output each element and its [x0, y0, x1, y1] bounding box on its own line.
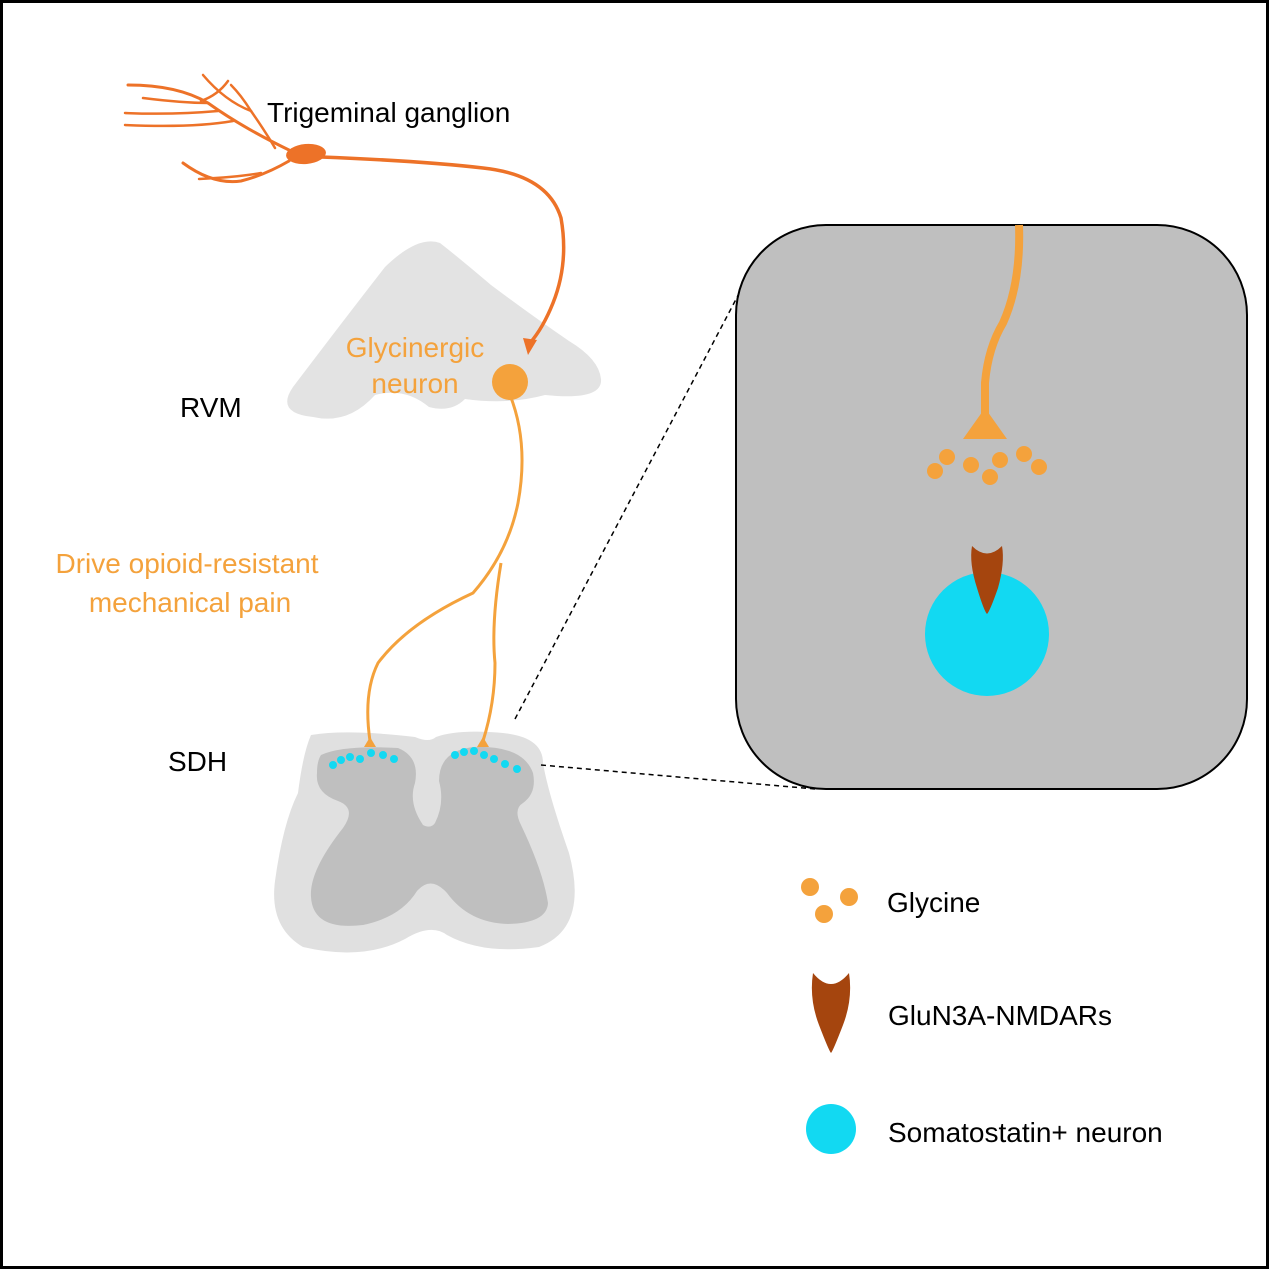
- somatostatin-dot: [356, 755, 364, 763]
- trigeminal-dendrite: [197, 171, 263, 181]
- sdh-somatostatin-dots-left: [329, 749, 398, 769]
- glycinergic-projections: [366, 394, 524, 742]
- somatostatin-dot: [460, 748, 468, 756]
- trigeminal-dendrite: [141, 96, 210, 105]
- legend-somatostatin-symbol: [806, 1104, 856, 1154]
- diagram-canvas: Trigeminal ganglion Glycinergic neuron R…: [56, 73, 1248, 1154]
- glycine-molecule: [939, 449, 955, 465]
- somatostatin-dot: [501, 760, 509, 768]
- inset-axon: [981, 224, 1024, 415]
- trigeminal-dendrite: [229, 83, 253, 113]
- label-drive-opioid-resistant: Drive opioid-resistant: [56, 548, 319, 579]
- label-mechanical-pain: mechanical pain: [89, 587, 291, 618]
- somatostatin-dot: [390, 755, 398, 763]
- inset-panel: [735, 224, 1248, 790]
- legend-glycine-symbol: [801, 878, 858, 923]
- glycine-molecule: [927, 463, 943, 479]
- glycinergic-axon-branch: [481, 562, 503, 742]
- trigeminal-dendrite: [249, 109, 277, 150]
- inset-glycine-cluster: [927, 446, 1047, 485]
- legend-glycine-label: Glycine: [887, 887, 980, 918]
- label-glycinergic: Glycinergic: [346, 332, 484, 363]
- sdh-grey-matter: [310, 746, 548, 926]
- inset-somatostatin-neuron: [925, 572, 1049, 696]
- sdh-somatostatin-dots-right: [451, 747, 521, 773]
- synapse-terminal-left: [364, 737, 376, 747]
- label-neuron: neuron: [371, 368, 458, 399]
- somatostatin-dot: [480, 751, 488, 759]
- somatostatin-dot: [337, 756, 345, 764]
- glycine-molecule: [801, 878, 819, 896]
- trigeminal-axon: [319, 155, 566, 345]
- trigeminal-dendrite: [123, 109, 220, 115]
- glycine-molecule: [840, 888, 858, 906]
- glycine-molecule: [982, 469, 998, 485]
- somatostatin-dot: [513, 765, 521, 773]
- inset-synapse-terminal: [963, 408, 1007, 439]
- sdh-synapse-terminals: [364, 737, 489, 747]
- glycine-molecule: [1016, 446, 1032, 462]
- synapse-terminal-right: [477, 737, 489, 747]
- somatostatin-dot: [451, 751, 459, 759]
- inset-glun3a-nmdar: [971, 546, 1003, 614]
- legend-somatostatin-label: Somatostatin+ neuron: [888, 1117, 1163, 1148]
- trigeminal-dendrite: [181, 159, 291, 184]
- legend-nmdar-label: GluN3A-NMDARs: [888, 1000, 1112, 1031]
- somatostatin-dot: [379, 751, 387, 759]
- trigeminal-soma: [286, 143, 326, 165]
- somatostatin-dot: [367, 749, 375, 757]
- trigeminal-ganglion-neuron: [123, 73, 566, 345]
- trigeminal-dendrite: [201, 73, 253, 113]
- trigeminal-terminal-arrow: [523, 338, 537, 355]
- trigeminal-dendrite: [123, 119, 235, 128]
- zoom-line-top: [514, 285, 744, 720]
- somatostatin-dot: [490, 755, 498, 763]
- somatostatin-dot: [470, 747, 478, 755]
- zoom-line-bottom: [540, 764, 816, 790]
- somatostatin-dot: [346, 753, 354, 761]
- trigeminal-dendrite: [199, 79, 230, 103]
- label-sdh: SDH: [168, 746, 227, 777]
- somatostatin-dot: [329, 761, 337, 769]
- label-trigeminal-ganglion: Trigeminal ganglion: [267, 97, 510, 128]
- legend-nmdar-symbol: [811, 973, 851, 1053]
- glycine-molecule: [963, 457, 979, 473]
- glycine-molecule: [1031, 459, 1047, 475]
- label-rvm: RVM: [180, 392, 242, 423]
- glycinergic-axon: [366, 394, 524, 742]
- glycine-molecule: [992, 452, 1008, 468]
- glycine-molecule: [815, 905, 833, 923]
- glycinergic-neuron-soma: [492, 364, 528, 400]
